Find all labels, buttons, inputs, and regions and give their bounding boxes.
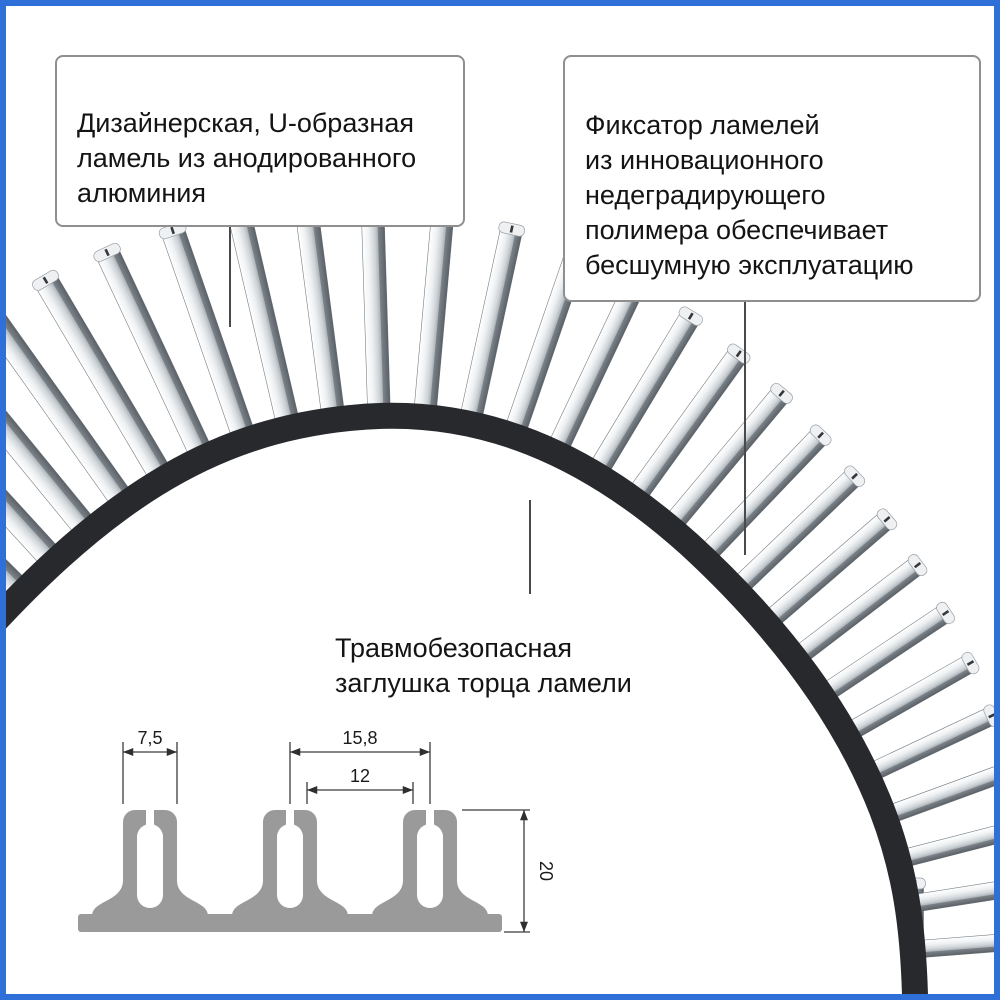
callout-lamella-text: Дизайнерская, U-образная ламель из аноди…	[77, 108, 417, 209]
section-base-band	[78, 914, 502, 932]
section-channel-opening	[146, 806, 154, 830]
callout-fixator: Фиксатор ламелей из инновационного недег…	[563, 55, 981, 302]
dim-height: 20	[536, 861, 556, 881]
callout-fixator-text: Фиксатор ламелей из инновационного недег…	[585, 110, 914, 281]
lamella	[457, 221, 526, 427]
section-channel-opening	[286, 806, 294, 830]
lamella	[412, 207, 457, 419]
lamella	[292, 201, 347, 422]
lamella	[759, 508, 898, 632]
section-channel	[417, 824, 443, 908]
lamella	[695, 424, 832, 566]
callout-lamella: Дизайнерская, U-образная ламель из аноди…	[55, 55, 465, 228]
lamella	[624, 343, 751, 507]
cross-section-drawing: 7,5 15,8 12 20	[78, 728, 556, 933]
dim-pitch: 15,8	[342, 728, 377, 748]
section-channel	[277, 824, 303, 908]
lamella	[660, 382, 793, 535]
lamella	[728, 465, 866, 598]
section-channel	[137, 824, 163, 908]
dim-lamella-width: 7,5	[137, 728, 162, 748]
flexible-band	[0, 402, 928, 1000]
lamella	[788, 554, 928, 668]
lamella	[358, 201, 392, 417]
callout-endcap-text: Травмобезопасная заглушка торца ламели	[335, 633, 632, 699]
dim-inner-gap: 12	[350, 766, 370, 786]
lamella	[862, 704, 1000, 784]
callout-endcap: Травмобезопасная заглушка торца ламели	[335, 596, 632, 701]
section-channel-opening	[426, 806, 434, 830]
